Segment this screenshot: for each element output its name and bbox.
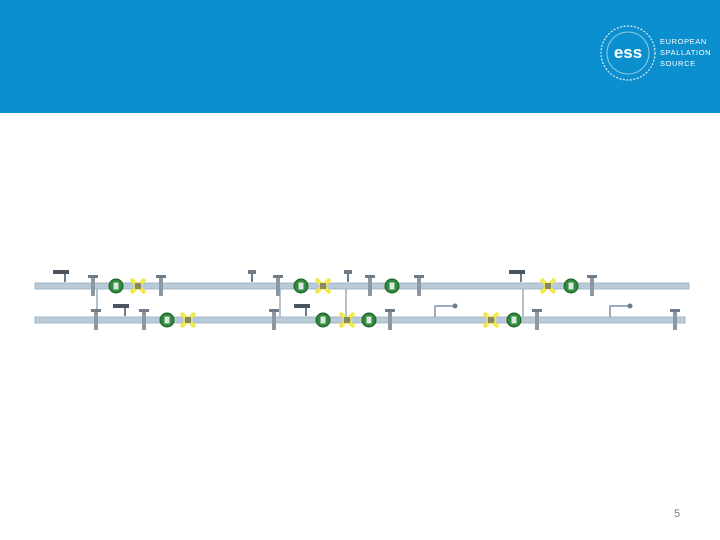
top-gate-valve-11-body	[389, 282, 395, 290]
bottom-gate-valve-3-body	[164, 316, 170, 324]
top-vacuum-gauge-13-head	[509, 270, 525, 274]
bottom-crossed-valve-12-body	[488, 317, 494, 323]
bottom-pump-branch-15-end	[627, 303, 633, 309]
bottom-flange-16-cap	[670, 309, 680, 312]
bottom-flange-16	[673, 310, 677, 330]
diagram-canvas	[34, 270, 690, 330]
logo-line-3: SOURCE	[660, 59, 696, 68]
top-crossed-valve-3-body	[135, 283, 141, 289]
logo-line-2: SPALLATION	[660, 48, 712, 57]
bottom-flange-10	[388, 310, 392, 330]
bottom-vacuum-gauge-1-head	[113, 304, 129, 308]
top-gauge-5-head	[248, 270, 256, 274]
top-flange-6-cap	[273, 275, 283, 278]
top-flange-16-cap	[587, 275, 597, 278]
bottom-crossed-valve-8-body	[344, 317, 350, 323]
top-flange-10	[368, 276, 372, 296]
bottom-crossed-valve-4-body	[185, 317, 191, 323]
top-gauge-9-head	[344, 270, 352, 274]
top-flange-16	[590, 276, 594, 296]
header-bar: ess EUROPEAN SPALLATION SOURCE	[0, 0, 720, 113]
page-number: 5	[673, 508, 681, 520]
bottom-flange-14	[535, 310, 539, 330]
top-flange-12	[417, 276, 421, 296]
top-gate-valve-7-body	[298, 282, 304, 290]
top-flange-4-cap	[156, 275, 166, 278]
pipe-top	[34, 282, 690, 290]
top-vacuum-gauge-0-head	[53, 270, 69, 274]
top-crossed-valve-8-body	[320, 283, 326, 289]
bottom-flange-0	[94, 310, 98, 330]
bottom-flange-10-cap	[385, 309, 395, 312]
bottom-gate-valve-13-body	[511, 316, 517, 324]
bottom-flange-14-cap	[532, 309, 542, 312]
bottom-vacuum-gauge-6-head	[294, 304, 310, 308]
pipe-bottom	[34, 316, 686, 324]
top-flange-1-cap	[88, 275, 98, 278]
logo-line-1: EUROPEAN	[660, 37, 707, 46]
bottom-flange-2	[142, 310, 146, 330]
logo-wordmark: EUROPEAN SPALLATION SOURCE	[660, 36, 711, 69]
bottom-gate-valve-9-body	[366, 316, 372, 324]
bottom-gate-valve-7-body	[320, 316, 326, 324]
bottom-flange-2-cap	[139, 309, 149, 312]
bottom-pump-branch-11-end	[452, 303, 458, 309]
top-flange-1	[91, 276, 95, 296]
ess-logo: ess EUROPEAN SPALLATION SOURCE	[598, 22, 711, 84]
bottom-flange-5	[272, 310, 276, 330]
bottom-flange-0-cap	[91, 309, 101, 312]
top-gate-valve-2-body	[113, 282, 119, 290]
logo-mark: ess	[614, 43, 642, 62]
top-flange-4	[159, 276, 163, 296]
beamline-vacuum-diagram	[30, 265, 695, 340]
ess-logo-icon: ess	[600, 25, 656, 81]
top-gate-valve-15-body	[568, 282, 574, 290]
bottom-flange-5-cap	[269, 309, 279, 312]
top-flange-6	[276, 276, 280, 296]
top-flange-12-cap	[414, 275, 424, 278]
top-flange-10-cap	[365, 275, 375, 278]
top-crossed-valve-14-body	[545, 283, 551, 289]
bottom-pump-branch-11	[434, 305, 453, 317]
bottom-pump-branch-15	[609, 305, 628, 317]
